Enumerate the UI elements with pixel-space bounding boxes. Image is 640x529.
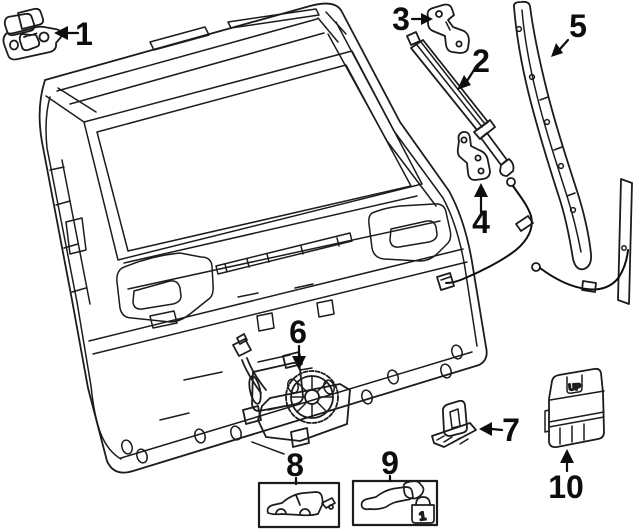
window-opening-outer bbox=[83, 50, 423, 261]
callout-5-label[interactable]: 5 bbox=[569, 8, 587, 44]
lift-support-strut-part-2 bbox=[406, 31, 534, 291]
trim-tail bbox=[617, 178, 633, 305]
left-grab-handle-cutout bbox=[116, 252, 214, 329]
callout-10-arrow bbox=[560, 449, 574, 473]
callout-labels: 1 2 3 4 5 6 7 8 9 10 bbox=[75, 1, 587, 505]
label-plate-8 bbox=[257, 481, 341, 529]
bracket-part-4 bbox=[456, 130, 491, 181]
striker-part-7 bbox=[431, 399, 477, 448]
callout-7-label[interactable]: 7 bbox=[502, 412, 520, 448]
trim-cable bbox=[539, 249, 629, 291]
bracket-part-3 bbox=[426, 3, 470, 54]
liftgate-panel bbox=[38, 2, 488, 474]
suv-lock-icon: 1 bbox=[360, 480, 435, 524]
callout-2-arrow bbox=[457, 68, 476, 90]
label-plate-9: 1 bbox=[351, 479, 439, 527]
callout-6-arrow bbox=[292, 344, 306, 370]
callout-8-label[interactable]: 8 bbox=[286, 447, 304, 483]
callout-1-label[interactable]: 1 bbox=[75, 16, 93, 52]
trim-part-5 bbox=[512, 0, 633, 305]
panel-square-holes bbox=[256, 299, 335, 332]
hinge-part-1 bbox=[2, 7, 63, 61]
padlock-icon: 1 bbox=[411, 496, 435, 524]
right-grab-handle-cutout bbox=[368, 203, 452, 262]
module-up-text: UP bbox=[568, 382, 581, 393]
liftgate-outer-outline bbox=[38, 2, 488, 474]
motor-cable-connector bbox=[232, 338, 252, 357]
callout-3-label[interactable]: 3 bbox=[392, 1, 410, 37]
motor-gear-wheel bbox=[285, 370, 339, 424]
suv-tailgate-icon bbox=[266, 491, 336, 517]
module-part-10: UP bbox=[544, 367, 605, 449]
callout-arrows bbox=[54, 13, 574, 486]
callout-2-label[interactable]: 2 bbox=[472, 43, 490, 79]
harness-connector bbox=[436, 272, 455, 291]
motor-part-6 bbox=[232, 333, 351, 448]
window-opening-inner bbox=[96, 64, 412, 252]
callout-9-label[interactable]: 9 bbox=[381, 445, 399, 481]
callout-4-arrow bbox=[474, 183, 488, 214]
strut-harness-cable bbox=[445, 185, 533, 284]
label-9-border bbox=[351, 479, 439, 527]
panel-detail-lines bbox=[45, 8, 478, 460]
callout-1-arrow bbox=[54, 26, 80, 40]
callout-3-arrow bbox=[410, 13, 433, 25]
motor-cable bbox=[241, 357, 267, 394]
callout-4-label[interactable]: 4 bbox=[472, 204, 490, 240]
callout-10-label[interactable]: 10 bbox=[548, 469, 584, 505]
padlock-digit: 1 bbox=[418, 509, 427, 524]
callout-6-label[interactable]: 6 bbox=[289, 314, 307, 350]
label-8-border bbox=[257, 481, 341, 529]
callout-5-arrow bbox=[551, 38, 570, 57]
callout-7-arrow bbox=[479, 422, 504, 436]
